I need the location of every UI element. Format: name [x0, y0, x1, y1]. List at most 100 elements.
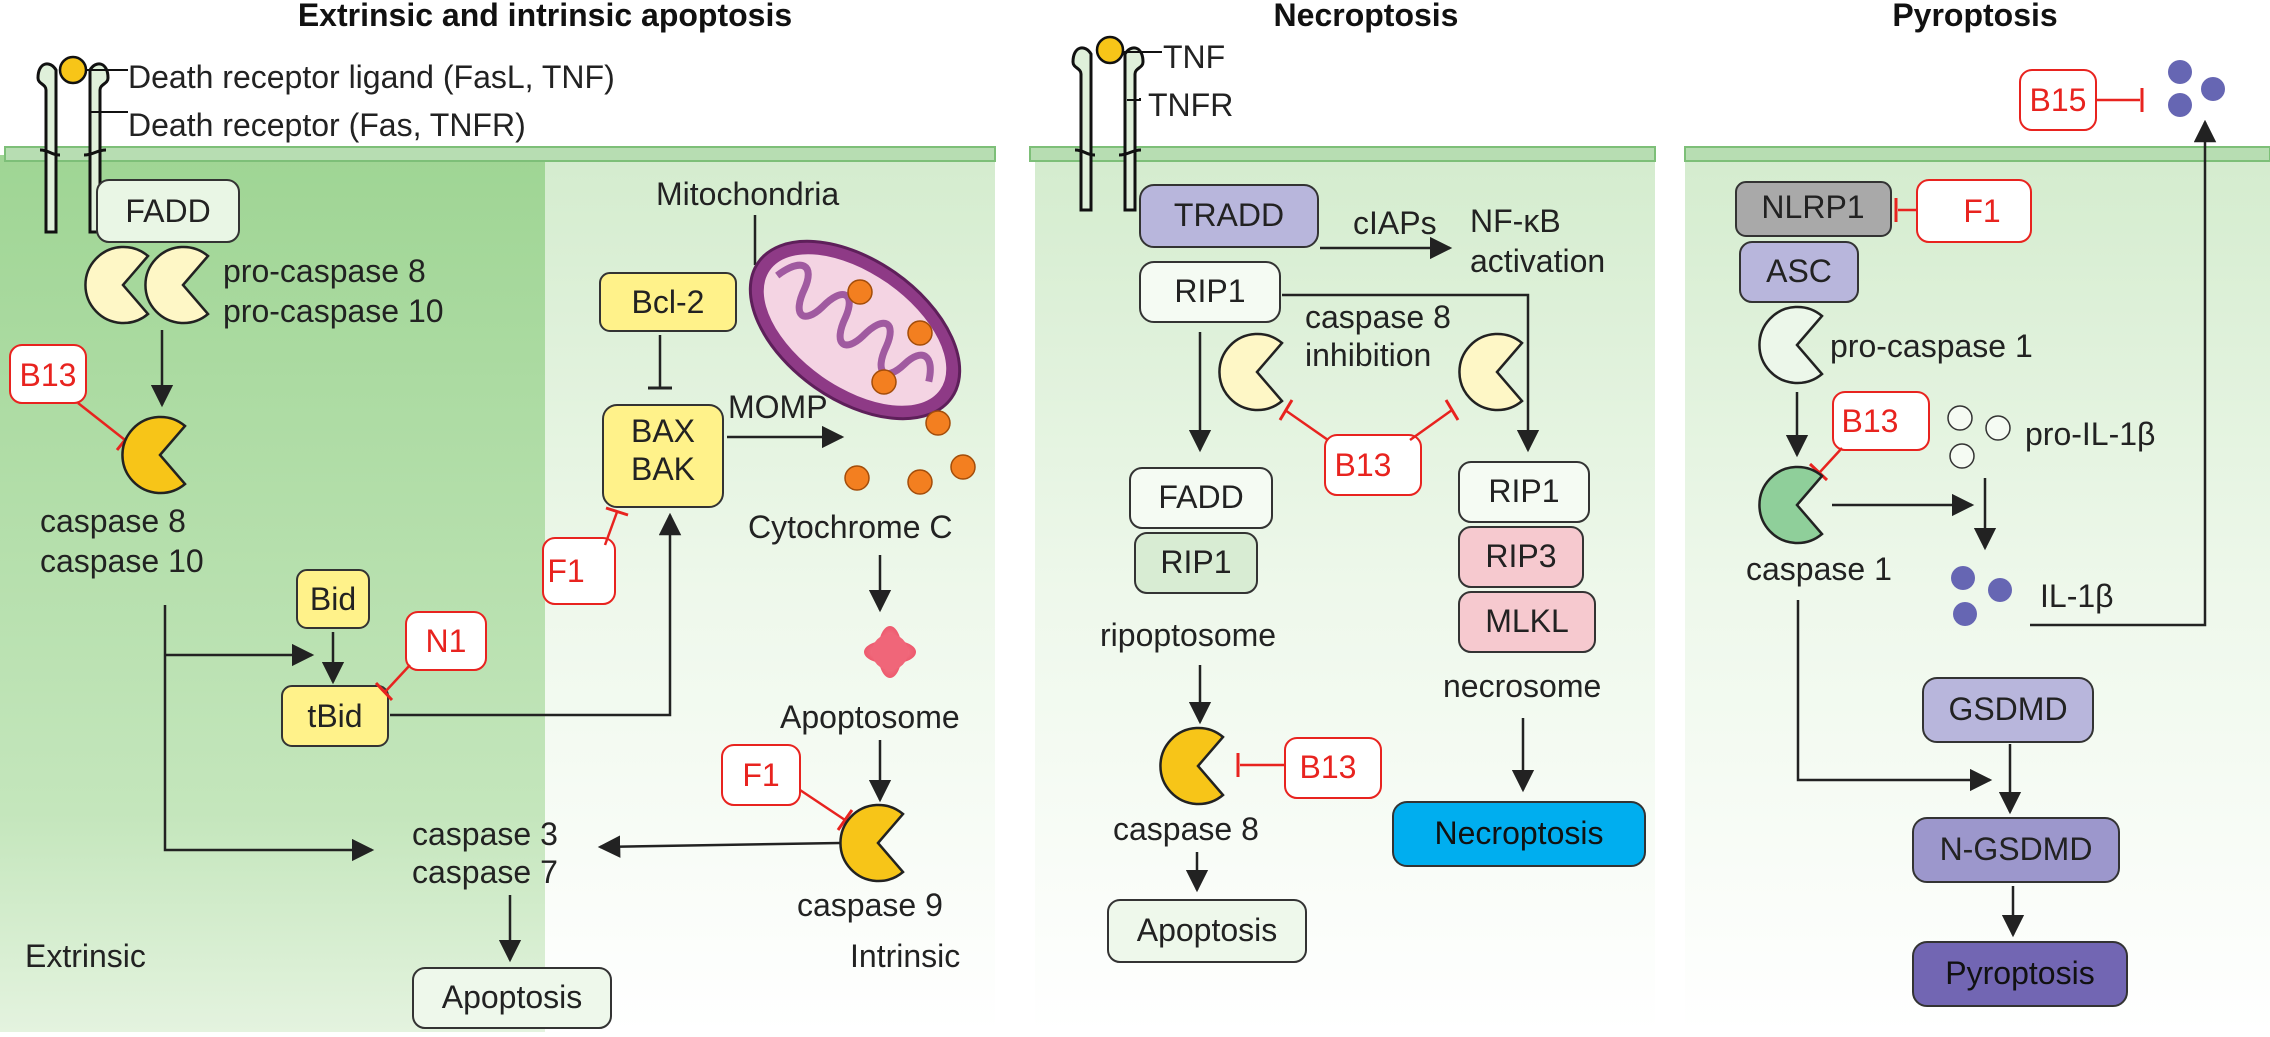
caspase-1-icon	[1758, 465, 1824, 545]
bid-box	[296, 569, 370, 629]
ripoptosome-label: ripoptosome	[1100, 617, 1276, 653]
pro-caspase-10-label: pro-caspase 10	[223, 293, 444, 329]
membranes	[4, 146, 2270, 162]
necrosome-label: necrosome	[1443, 668, 1601, 704]
tbid-box	[281, 685, 389, 747]
apoptosis-outcome-label: Apoptosis	[442, 979, 583, 1015]
ciaps-label: cIAPs	[1353, 205, 1437, 241]
tnf-receptor-icon	[1071, 46, 1145, 212]
title-apoptosis: Extrinsic and intrinsic apoptosis	[298, 0, 792, 33]
pro-caspase-1-icon	[1758, 305, 1824, 385]
ligand-label: Death receptor ligand (FasL, TNF)	[128, 59, 615, 95]
n1-inhibitor	[405, 611, 487, 671]
rip1-left-box	[1134, 532, 1258, 594]
caspase-9-label: caspase 9	[797, 887, 943, 923]
asc-label: ASC	[1766, 253, 1832, 289]
mitochondria-icon	[748, 239, 962, 421]
pro-caspase-8-label: pro-caspase 8	[223, 253, 426, 289]
pro-il1b-dot-icon	[1949, 443, 1975, 469]
b13-label-necro-mid: B13	[1335, 447, 1392, 483]
orange-dot-icon	[907, 320, 933, 346]
rip3-label: RIP3	[1485, 538, 1556, 574]
pyroptosis-outcome-box	[1912, 941, 2128, 1007]
fadd-box	[96, 179, 240, 243]
caspase-7-label: caspase 7	[412, 854, 558, 890]
apoptosome-label: Apoptosome	[780, 699, 960, 735]
bcl2-box	[599, 272, 737, 332]
caspase-8-label: caspase 8	[40, 503, 186, 539]
bak-label: BAK	[631, 451, 695, 487]
rip1-right-label: RIP1	[1488, 473, 1559, 509]
f1-inhibitor-caspase9	[721, 744, 801, 806]
orange-dot-icon	[847, 279, 873, 305]
membrane-necroptosis	[1029, 146, 1656, 162]
pro-caspase-8-icon	[84, 245, 150, 325]
death-receptor-ligand-icon	[58, 55, 88, 85]
pro-caspase-1-label: pro-caspase 1	[1830, 328, 2033, 364]
caspase8-inhibition-label-2: inhibition	[1305, 337, 1431, 373]
tnf-icon	[1095, 35, 1125, 65]
nfkb-activation-label: activation	[1470, 243, 1605, 279]
apoptosis-necro-outcome-box	[1107, 899, 1307, 963]
fadd-necro-box	[1129, 467, 1273, 529]
b13-inhibitor-necro-low	[1284, 737, 1382, 799]
rip1-top-box	[1139, 261, 1281, 323]
il1b-dot-icon	[1953, 602, 1977, 626]
rip3-box	[1458, 526, 1584, 588]
rip1-right-box	[1458, 461, 1590, 523]
caspase-8-necro-icon	[1159, 726, 1225, 806]
il1b-released-dot-icon	[2168, 93, 2192, 117]
title-necroptosis: Necroptosis	[1274, 0, 1459, 33]
nfkb-label: NF-κB	[1470, 203, 1561, 239]
il1b-released-dot-icon	[2168, 60, 2192, 84]
caspase-9-icon	[839, 803, 905, 883]
nlrp1-label: NLRP1	[1761, 189, 1864, 225]
bid-label: Bid	[310, 581, 356, 617]
f1-label-nlrp1: F1	[1963, 193, 2000, 229]
orange-dot-icon	[925, 410, 951, 436]
n-gsdmd-box	[1912, 817, 2120, 883]
f1-inhibitor-bax	[542, 537, 616, 605]
apoptosome-icon	[864, 626, 916, 678]
necroptosis-outcome-box	[1392, 801, 1646, 867]
b13-inhibitor-extrinsic	[9, 344, 87, 404]
b13-label-necro-low: B13	[1300, 749, 1357, 785]
b13-inhibitor-pyro	[1832, 391, 1930, 451]
death-receptor-icon	[36, 62, 110, 234]
orange-dot-icon	[871, 369, 897, 395]
caspase8-inhibition-label-1: caspase 8	[1305, 299, 1451, 335]
rip1-left-label: RIP1	[1160, 544, 1231, 580]
fadd-label: FADD	[125, 193, 210, 229]
rip1-top-label: RIP1	[1174, 273, 1245, 309]
mitochondria-label: Mitochondria	[656, 176, 839, 212]
pro-il1b-dot-icon	[1947, 405, 1973, 431]
apoptosis-necro-outcome-label: Apoptosis	[1137, 912, 1278, 948]
gsdmd-label: GSDMD	[1948, 691, 2067, 727]
bax-bak-box	[602, 404, 724, 508]
caspase-10-label: caspase 10	[40, 543, 204, 579]
tnf-label: TNF	[1163, 39, 1225, 75]
title-pyroptosis: Pyroptosis	[1892, 0, 2057, 33]
pro-il1b-label: pro-IL-1β	[2025, 416, 2155, 452]
intrinsic-label: Intrinsic	[850, 938, 960, 974]
il1b-dot-icon	[1988, 578, 2012, 602]
fadd-necro-label: FADD	[1158, 479, 1243, 515]
f1-label-bax: F1	[547, 553, 584, 589]
pyroptosis-outcome-label: Pyroptosis	[1945, 955, 2094, 991]
bcl2-label: Bcl-2	[632, 284, 705, 320]
tbid-label: tBid	[307, 698, 362, 734]
n1-label: N1	[426, 623, 467, 659]
cytochrome-c-label: Cytochrome C	[748, 509, 953, 545]
cytochrome-c-dot-icon	[950, 454, 976, 480]
cytochrome-c-dot-icon	[907, 469, 933, 495]
caspase-8-necro-label: caspase 8	[1113, 811, 1259, 847]
il1b-released-dot-icon	[2201, 77, 2225, 101]
b13-label-extrinsic: B13	[20, 357, 77, 393]
apoptosis-outcome-box	[412, 967, 612, 1029]
b13-inhibitor-necro-mid	[1324, 434, 1422, 496]
cytochrome-c-dot-icon	[844, 465, 870, 491]
membrane-pyroptosis	[1684, 146, 2270, 162]
caspase8-inhibited-right-icon	[1458, 332, 1524, 412]
